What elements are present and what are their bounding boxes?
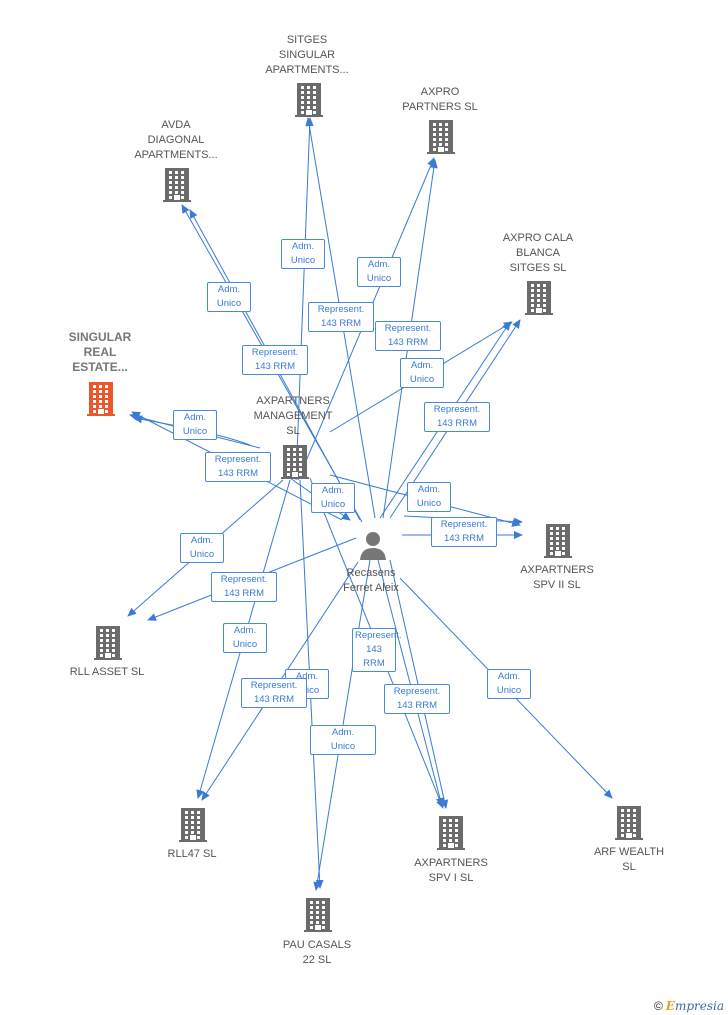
edge-label-e13[interactable]: Represent. 143 RRM [431, 517, 497, 547]
node-label-mgmt[interactable]: AXPARTNERS MANAGEMENT SL [253, 395, 333, 437]
building-icon[interactable] [615, 806, 643, 845]
building-icon[interactable] [87, 382, 115, 421]
node-label-arf[interactable]: ARF WEALTH SL [593, 846, 665, 873]
building-icon[interactable] [304, 898, 332, 937]
edge-label-e12[interactable]: Adm. Unico [407, 482, 451, 512]
building-icon[interactable] [94, 626, 122, 665]
edge-label-e9[interactable]: Represent. 143 RRM [424, 402, 490, 432]
edge-label-e1[interactable]: Adm. Unico [281, 239, 325, 269]
node-label-singular[interactable]: SINGULAR REAL ESTATE... [68, 330, 132, 374]
node-label-rll[interactable]: RLL ASSET SL [69, 666, 145, 678]
edge-label-e17[interactable]: Represent. 143 RRM [352, 628, 401, 672]
copyright-symbol: © [653, 999, 663, 1013]
node-label-sitges[interactable]: SITGES SINGULAR APARTMENTS... [265, 34, 349, 76]
person-icon[interactable] [359, 531, 387, 566]
node-label-cala[interactable]: AXPRO CALA BLANCA SITGES SL [502, 232, 574, 274]
edge-line-16 [295, 117, 314, 481]
building-icon[interactable] [544, 524, 572, 563]
edge-label-e6[interactable]: Represent. 143 RRM [242, 345, 308, 375]
node-label-avda[interactable]: AVDA DIAGONAL APARTMENTS... [134, 119, 218, 161]
edge-label-e8[interactable]: Adm. Unico [173, 410, 217, 440]
node-label-rll47[interactable]: RLL47 SL [167, 848, 217, 860]
building-icon[interactable] [427, 120, 455, 159]
node-label-axpro[interactable]: AXPRO PARTNERS SL [402, 86, 478, 113]
brand-initial: E [665, 999, 675, 1013]
edge-label-e20[interactable]: Adm. Unico [487, 669, 531, 699]
building-icon[interactable] [163, 168, 191, 207]
edge-label-e2[interactable]: Adm. Unico [207, 282, 251, 312]
edge-label-e15[interactable]: Represent. 143 RRM [211, 572, 277, 602]
building-icon[interactable] [525, 281, 553, 320]
building-icon[interactable] [437, 816, 465, 855]
brand-name: mpresia [674, 999, 724, 1013]
building-icon[interactable] [295, 83, 323, 122]
node-label-spv1[interactable]: AXPARTNERS SPV I SL [414, 857, 488, 884]
edge-label-e11[interactable]: Adm. Unico [311, 483, 355, 513]
edge-label-e16[interactable]: Adm. Unico [223, 623, 267, 653]
brand-watermark: ©Empresia [654, 999, 724, 1013]
node-label-person[interactable]: Recasens Ferret Aleix [343, 567, 399, 594]
edge-label-e7[interactable]: Adm. Unico [400, 358, 444, 388]
edge-label-e4[interactable]: Adm. Unico [357, 257, 401, 287]
node-label-spv2[interactable]: AXPARTNERS SPV II SL [520, 564, 594, 591]
edge-label-e10[interactable]: Represent. 143 RRM [205, 452, 271, 482]
edge-line-12 [377, 559, 444, 807]
edge-label-e3[interactable]: Represent. 143 RRM [308, 302, 374, 332]
edge-label-e5[interactable]: Represent. 143 RRM [375, 321, 441, 351]
building-icon[interactable] [179, 808, 207, 847]
edge-label-e19[interactable]: Represent. 143 RRM [241, 678, 307, 708]
edge-label-e14[interactable]: Adm. Unico [180, 533, 224, 563]
building-icon[interactable] [281, 445, 309, 484]
node-label-pau[interactable]: PAU CASALS 22 SL [282, 939, 352, 966]
edge-label-e21[interactable]: Represent. 143 RRM [384, 684, 450, 714]
edge-label-e22[interactable]: Adm. Unico [310, 725, 376, 755]
